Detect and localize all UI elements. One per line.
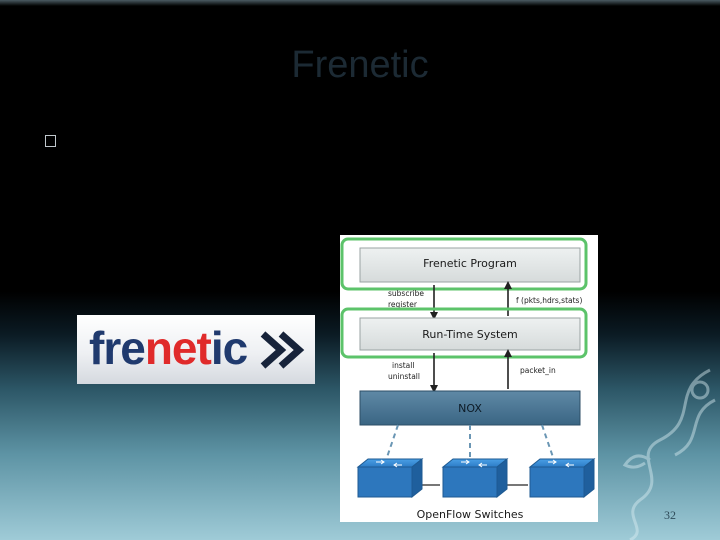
frenetic-logo: frenetic — [77, 315, 315, 384]
dashed-link-left — [384, 424, 399, 464]
runtime-system-box — [359, 317, 581, 351]
openflow-switch-icon — [441, 457, 509, 499]
install-label: install — [392, 361, 414, 370]
frenetic-program-highlight — [340, 237, 588, 291]
architecture-diagram: Frenetic Program subscribe register f (p… — [340, 235, 598, 522]
nox-label: NOX — [458, 402, 482, 415]
packet-in-label: packet_in — [520, 366, 556, 375]
logo-text-part3: ic — [210, 322, 248, 374]
logo-text-part2: net — [144, 322, 212, 374]
slide-title: Frenetic — [291, 44, 429, 86]
page-number: 32 — [664, 508, 676, 522]
runtime-system-label: Run-Time System — [422, 328, 518, 341]
frenetic-program-label: Frenetic Program — [423, 257, 517, 270]
dashed-link-right — [541, 424, 556, 464]
logo-wordmark: frenetic — [89, 319, 248, 377]
openflow-switch-icon — [528, 457, 596, 499]
frenetic-program-box — [359, 247, 581, 283]
stats-label: f (pkts,hdrs,stats) — [516, 296, 582, 305]
runtime-system-highlight — [340, 307, 588, 359]
slide-top-border — [0, 0, 720, 6]
openflow-switch-icon — [356, 457, 424, 499]
bullet-square-icon — [45, 135, 56, 147]
openflow-switches-label: OpenFlow Switches — [417, 508, 524, 521]
uninstall-label: uninstall — [388, 372, 420, 381]
dragon-watermark-icon — [622, 368, 716, 540]
subscribe-label: subscribe — [388, 289, 424, 298]
nox-box — [359, 390, 581, 426]
logo-text-part1: fre — [89, 322, 146, 374]
register-label: register — [388, 300, 418, 309]
double-chevron-right-icon — [260, 331, 305, 369]
